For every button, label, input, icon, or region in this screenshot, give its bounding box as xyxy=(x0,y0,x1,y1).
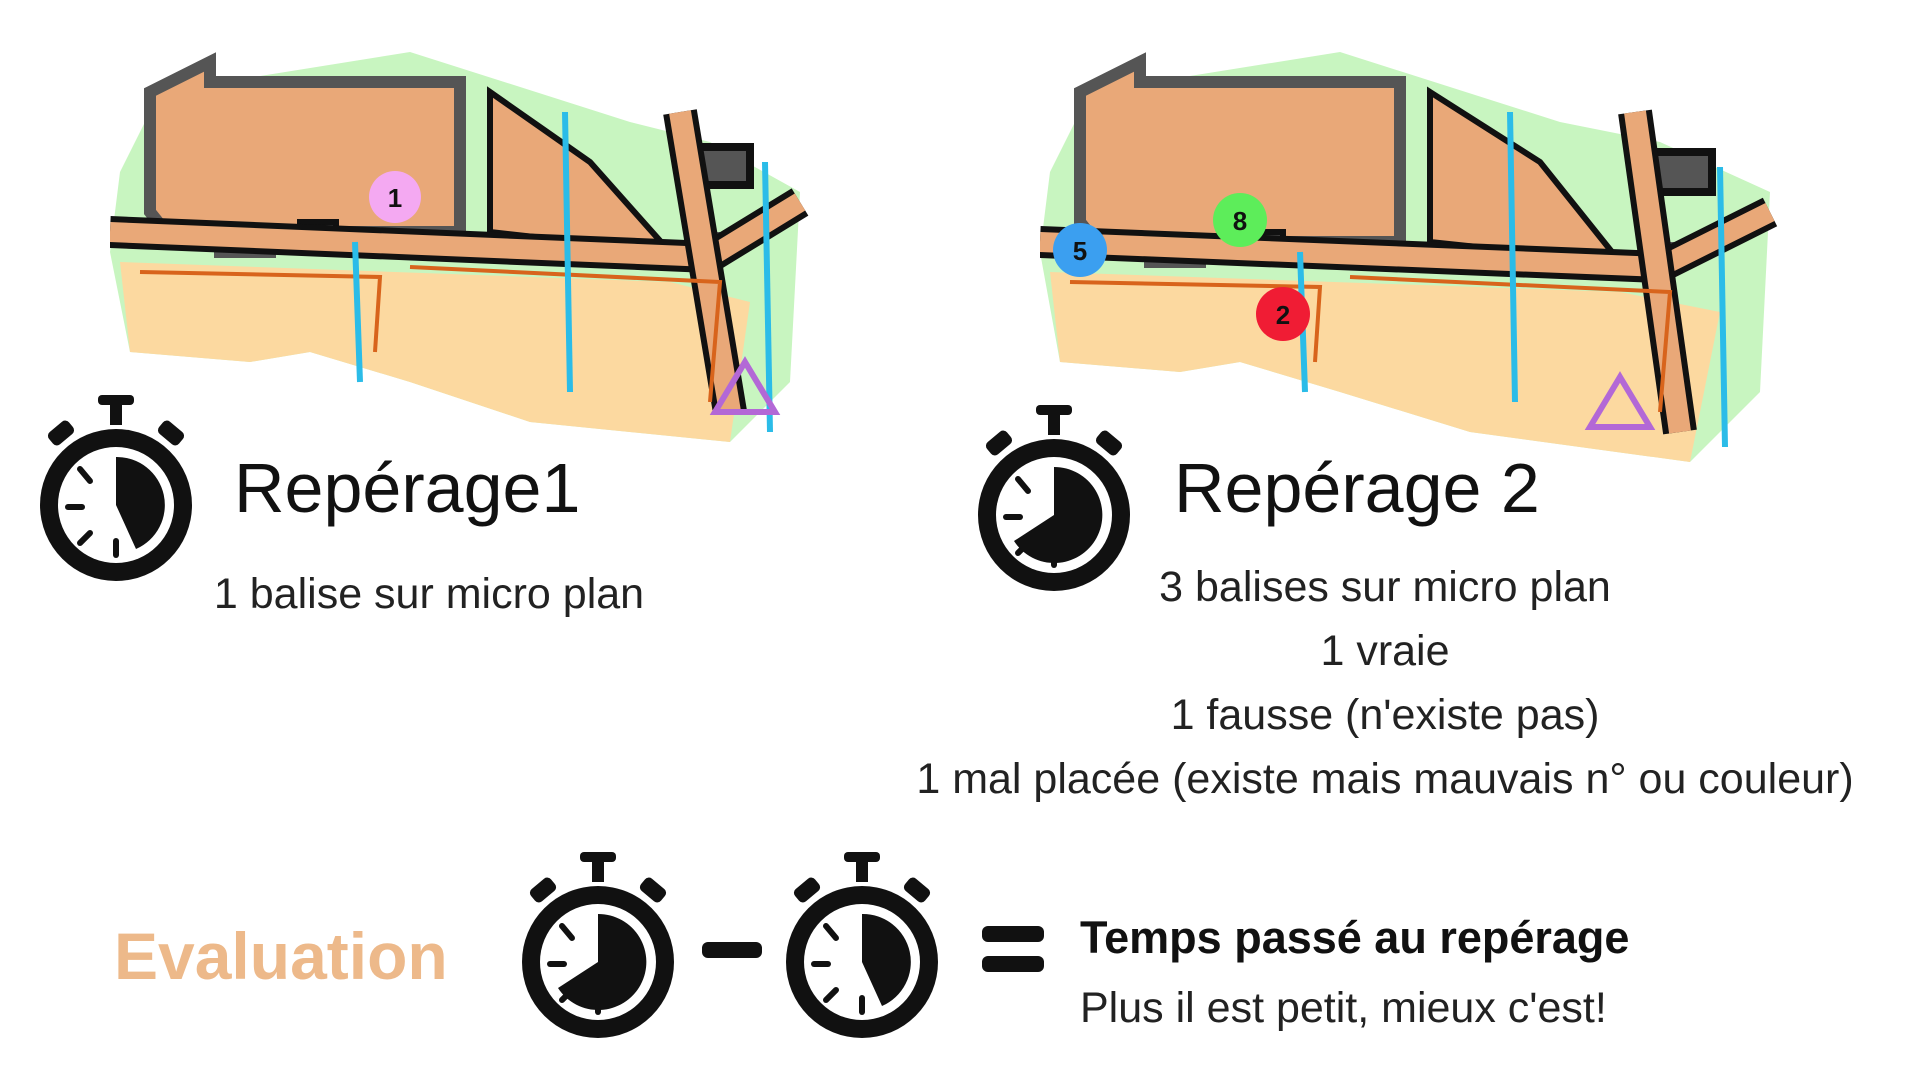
stopwatch-icon xyxy=(518,852,678,1042)
right-panel-details: 3 balises sur micro plan 1 vraie 1 fauss… xyxy=(860,555,1910,811)
detail-line: 1 mal placée (existe mais mauvais n° ou … xyxy=(916,755,1854,803)
control-marker-1: 1 xyxy=(369,171,421,223)
detail-line: 1 vraie xyxy=(1320,627,1450,675)
start-triangle-icon xyxy=(709,356,781,415)
svg-text:1: 1 xyxy=(388,183,402,213)
stopwatch-icon xyxy=(36,395,196,585)
stopwatch-icon xyxy=(974,405,1134,595)
right-panel-title: Repérage 2 xyxy=(1174,449,1540,527)
left-panel-title: Repérage1 xyxy=(234,449,581,527)
micro-map-1: 1 xyxy=(110,52,809,442)
svg-text:8: 8 xyxy=(1233,206,1247,236)
stopwatch-icon xyxy=(782,852,942,1042)
left-panel-subtitle: 1 balise sur micro plan xyxy=(213,570,645,618)
micro-map-2: 5 8 2 xyxy=(1040,52,1778,462)
equals-sign-bottom xyxy=(982,956,1044,972)
minus-sign xyxy=(702,942,762,958)
control-marker-8: 8 xyxy=(1213,193,1267,247)
result-subtitle: Plus il est petit, mieux c'est! xyxy=(1080,984,1607,1032)
svg-text:5: 5 xyxy=(1073,236,1087,266)
detail-line: 3 balises sur micro plan xyxy=(1159,563,1611,611)
start-triangle-icon xyxy=(1584,371,1656,430)
equals-sign-top xyxy=(982,926,1044,942)
result-title: Temps passé au repérage xyxy=(1080,912,1630,963)
evaluation-label: Evaluation xyxy=(114,919,448,993)
detail-line: 1 fausse (n'existe pas) xyxy=(1170,691,1600,739)
control-marker-2: 2 xyxy=(1256,287,1310,341)
svg-text:2: 2 xyxy=(1276,300,1290,330)
control-marker-5: 5 xyxy=(1053,223,1107,277)
